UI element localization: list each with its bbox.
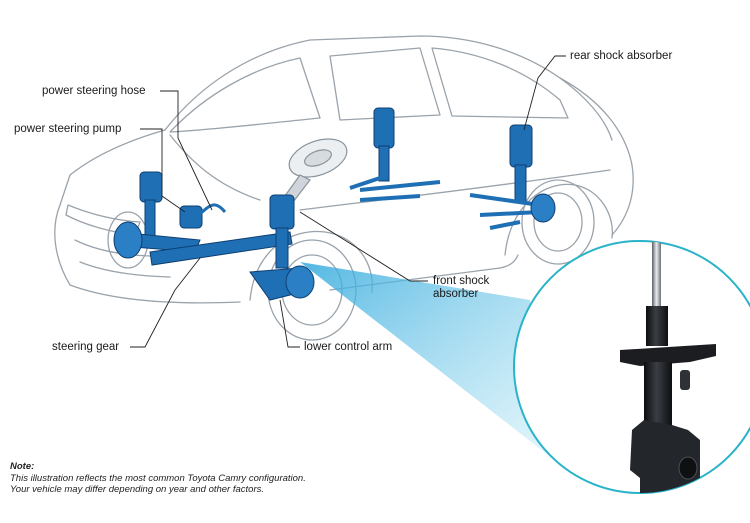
car-roof — [164, 35, 613, 141]
car-side-lower — [329, 254, 519, 291]
car-hood-line — [169, 134, 261, 201]
label-front-shock-absorber: front shock absorber — [433, 275, 489, 301]
car-grille — [74, 239, 171, 278]
leader-steering-gear — [130, 257, 201, 348]
power-steering-pump-part — [179, 205, 203, 229]
car-front-arch — [249, 230, 373, 301]
shock-rod — [652, 241, 661, 308]
callout-beam — [300, 262, 548, 455]
car-windshield — [169, 57, 321, 133]
note-title: Note: — [10, 461, 35, 472]
note-line-2: Your vehicle may differ depending on yea… — [10, 484, 265, 495]
shock-spring-seat — [620, 344, 716, 366]
label-front-shock-line2: absorber — [433, 288, 479, 300]
suspension-components — [113, 107, 556, 301]
leader-front-shock-absorber — [299, 211, 428, 282]
car-side-window-front — [329, 47, 441, 121]
car-rear — [559, 77, 634, 236]
power-steering-hose-part — [198, 203, 227, 216]
front-right-spring — [269, 194, 295, 230]
rear-wheel — [521, 179, 595, 265]
label-steering-gear: steering gear — [52, 341, 120, 353]
car-hood — [59, 129, 166, 206]
rear-wheel-rim — [533, 192, 583, 252]
label-rear-shock-absorber: rear shock absorber — [570, 50, 673, 62]
shock-callout — [513, 240, 750, 494]
car-rear-arch — [504, 183, 613, 256]
note-line-1: This illustration reflects the most comm… — [10, 472, 306, 484]
car-front-bumper — [54, 204, 241, 304]
label-front-shock-line1: front shock — [433, 275, 490, 287]
steering-wheel — [281, 138, 348, 207]
rear-right-spring — [509, 124, 533, 168]
leader-lower-control-arm — [279, 299, 300, 348]
shock-upper-body — [646, 306, 668, 346]
rear-left-spring — [373, 107, 395, 149]
car-outline — [54, 35, 634, 341]
leader-lines — [130, 55, 566, 348]
shock-bracket — [630, 420, 700, 493]
leader-rear-shock-absorber — [523, 55, 566, 131]
label-power-steering-hose: power steering hose — [42, 85, 146, 97]
steering-rack — [149, 231, 293, 266]
car-side-belt — [299, 169, 611, 211]
leader-power-steering-hose — [160, 90, 213, 211]
label-lower-control-arm: lower control arm — [304, 341, 393, 353]
note-block: Note: This illustration reflects the mos… — [10, 461, 306, 496]
front-left-spring — [139, 171, 163, 203]
leader-power-steering-pump — [140, 128, 186, 213]
label-power-steering-pump: power steering pump — [14, 123, 122, 135]
car-side-window-rear — [431, 47, 569, 119]
